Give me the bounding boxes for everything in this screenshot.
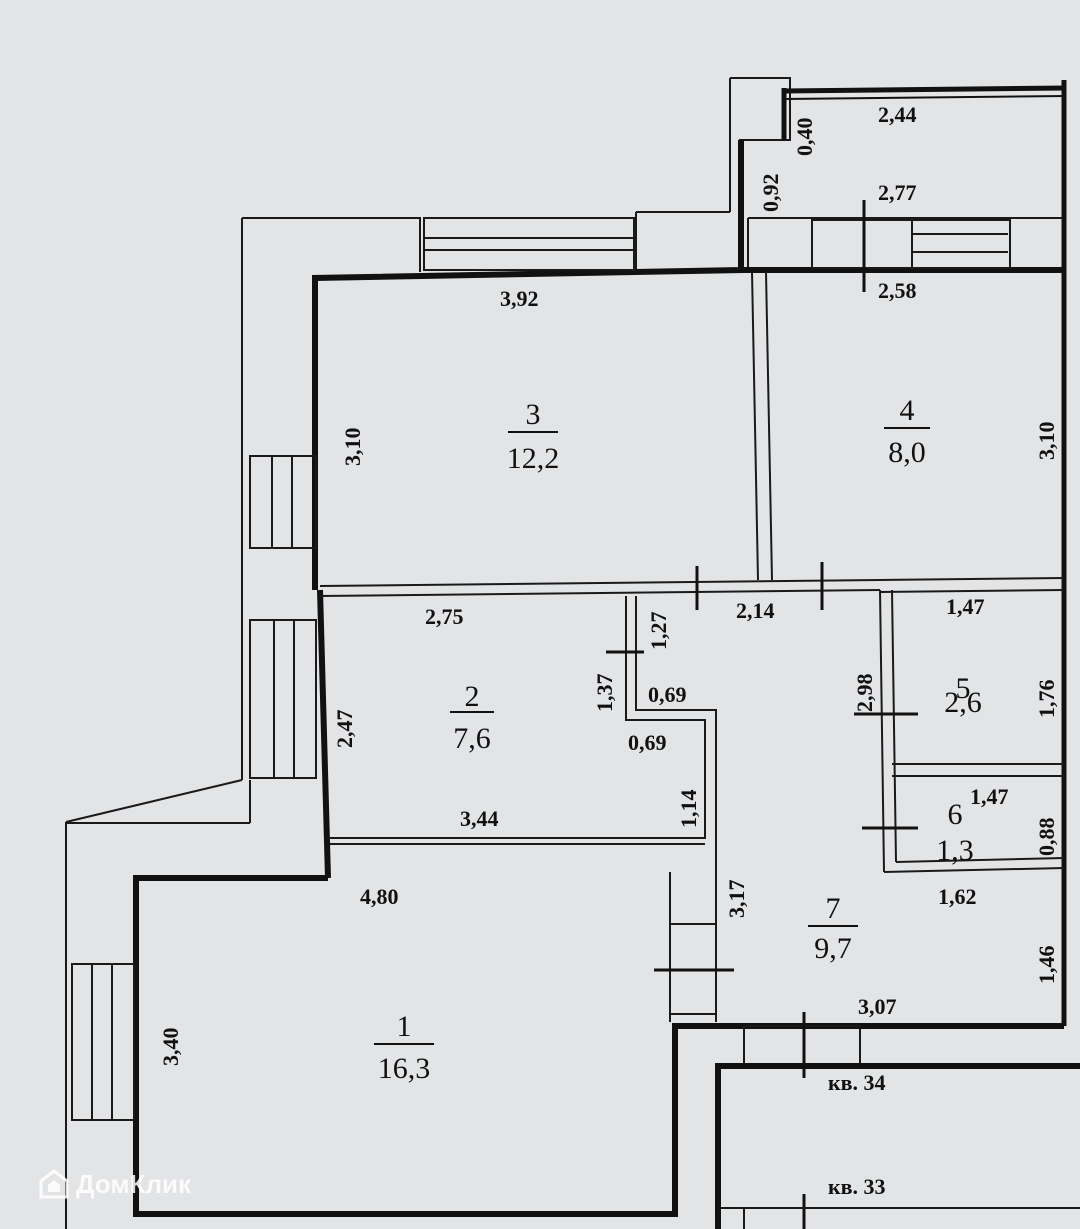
windows <box>71 217 1011 1121</box>
dim-hall-top-width: 2,14 <box>736 598 775 623</box>
room-4-area: 8,0 <box>888 436 926 469</box>
dim-niche-d: 0,69 <box>628 730 667 755</box>
dim-hall-bottom-width: 3,07 <box>858 994 897 1019</box>
dimension-labels: 2,44 0,40 0,92 2,77 3,92 3,10 2,58 3,10 … <box>158 102 1059 1066</box>
dim-room4-width: 2,58 <box>878 278 917 303</box>
dim-niche-b: 1,37 <box>592 674 617 713</box>
dim-hall-corridor-height: 3,17 <box>724 880 749 919</box>
dim-balcony-depth-b: 0,92 <box>758 174 783 213</box>
room-3-area: 12,2 <box>507 442 560 475</box>
dim-room6-width: 1,47 <box>970 784 1009 809</box>
doors <box>606 200 918 1229</box>
balcony <box>781 80 1067 1026</box>
room-7-area: 9,7 <box>814 932 852 965</box>
room-1-area: 16,3 <box>378 1052 431 1085</box>
room-6-number: 6 <box>948 798 963 831</box>
house-logo-icon <box>39 1169 69 1199</box>
dim-room4-height: 3,10 <box>1034 422 1059 461</box>
dim-hall-left-height: 2,98 <box>852 674 877 713</box>
neighbor-outline <box>715 1026 1080 1229</box>
dim-balcony-top-width: 2,44 <box>878 102 917 127</box>
dim-hall-mid-width: 1,62 <box>938 884 977 909</box>
room-4-number: 4 <box>900 394 915 427</box>
room-3-number: 3 <box>526 398 541 431</box>
dim-niche-e: 1,14 <box>676 790 701 829</box>
neighbor-flat-34: кв. 34 <box>828 1070 886 1095</box>
room-2-area: 7,6 <box>453 722 491 755</box>
neighbor-labels: кв. 34 кв. 33 <box>828 1070 886 1199</box>
neighbor-flat-33: кв. 33 <box>828 1174 886 1199</box>
dim-room5-width: 1,47 <box>946 594 985 619</box>
dim-room3-height: 3,10 <box>340 428 365 467</box>
room-1-number: 1 <box>397 1010 412 1043</box>
watermark-text: ДомКлик <box>76 1168 191 1199</box>
dim-hall-right-height: 1,46 <box>1034 946 1059 985</box>
dim-room2-width-bottom: 3,44 <box>460 806 499 831</box>
dim-room3-width: 3,92 <box>500 286 539 311</box>
dim-balcony-depth-a: 0,40 <box>792 118 817 157</box>
room-6-area: 1,3 <box>936 834 974 867</box>
room-labels: 3 12,2 4 8,0 2 7,6 5 2,6 6 1,3 7 9,7 1 1… <box>374 394 982 1085</box>
dim-room2-width-top: 2,75 <box>425 604 464 629</box>
dim-niche-c: 0,69 <box>648 682 687 707</box>
room-7-number: 7 <box>826 892 841 925</box>
dim-room2-height: 2,47 <box>332 710 357 749</box>
room-5-area: 2,6 <box>944 686 982 719</box>
dim-room1-height: 3,40 <box>158 1028 183 1067</box>
dim-room6-height: 0,88 <box>1034 818 1059 857</box>
room-2-number: 2 <box>465 680 480 713</box>
room-5-number: 5 <box>956 672 971 705</box>
dim-niche-a: 1,27 <box>646 612 671 651</box>
dim-balcony-mid-width: 2,77 <box>878 180 917 205</box>
dim-room1-width: 4,80 <box>360 884 399 909</box>
watermark: ДомКлик <box>38 1168 191 1200</box>
dim-room5-height: 1,76 <box>1034 680 1059 719</box>
